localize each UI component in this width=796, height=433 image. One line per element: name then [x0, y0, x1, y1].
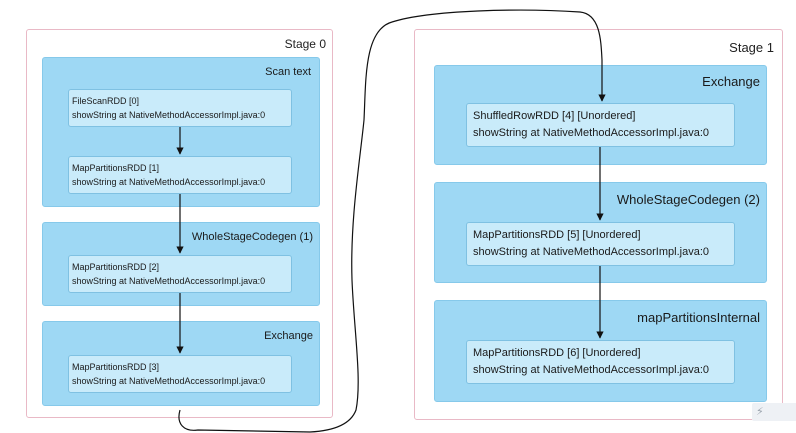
cluster-title: WholeStageCodegen (2)	[616, 192, 760, 207]
rdd-node-name: MapPartitionsRDD [5] [Unordered]	[473, 229, 641, 241]
rdd-node-0[interactable]: FileScanRDD [0] showString at NativeMeth…	[68, 89, 292, 127]
cluster-title: mapPartitionsInternal	[637, 310, 760, 325]
rdd-node-1[interactable]: MapPartitionsRDD [1] showString at Nativ…	[68, 156, 292, 194]
rdd-node-detail: showString at NativeMethodAccessorImpl.j…	[72, 276, 266, 286]
rdd-node-detail: showString at NativeMethodAccessorImpl.j…	[473, 127, 709, 139]
rdd-node-name: MapPartitionsRDD [6] [Unordered]	[473, 347, 641, 359]
rdd-node-6[interactable]: MapPartitionsRDD [6] [Unordered] showStr…	[466, 340, 735, 384]
rdd-node-5[interactable]: MapPartitionsRDD [5] [Unordered] showStr…	[466, 222, 735, 266]
rdd-node-name: MapPartitionsRDD [1]	[72, 163, 160, 173]
rdd-node-2[interactable]: MapPartitionsRDD [2] showString at Nativ…	[68, 255, 292, 293]
rdd-node-name: ShuffledRowRDD [4] [Unordered]	[473, 110, 636, 122]
cluster-title: WholeStageCodegen (1)	[191, 231, 313, 243]
cluster-title: Exchange	[264, 330, 313, 342]
corner-badge: ⚡	[752, 403, 796, 421]
stage-0-title: Stage 0	[284, 37, 326, 51]
rdd-node-detail: showString at NativeMethodAccessorImpl.j…	[72, 110, 266, 120]
cluster-title: Scan text	[265, 66, 311, 78]
rdd-node-detail: showString at NativeMethodAccessorImpl.j…	[72, 376, 266, 386]
rdd-node-4[interactable]: ShuffledRowRDD [4] [Unordered] showStrin…	[466, 103, 735, 147]
rdd-node-name: MapPartitionsRDD [3]	[72, 362, 160, 372]
rdd-node-detail: showString at NativeMethodAccessorImpl.j…	[473, 364, 709, 376]
rdd-node-3[interactable]: MapPartitionsRDD [3] showString at Nativ…	[68, 355, 292, 393]
rdd-node-name: FileScanRDD [0]	[72, 96, 140, 106]
cluster-title: Exchange	[702, 74, 760, 89]
rdd-node-detail: showString at NativeMethodAccessorImpl.j…	[473, 246, 709, 258]
stage-1-title: Stage 1	[729, 40, 774, 55]
rdd-node-name: MapPartitionsRDD [2]	[72, 262, 160, 272]
rdd-node-detail: showString at NativeMethodAccessorImpl.j…	[72, 177, 266, 187]
